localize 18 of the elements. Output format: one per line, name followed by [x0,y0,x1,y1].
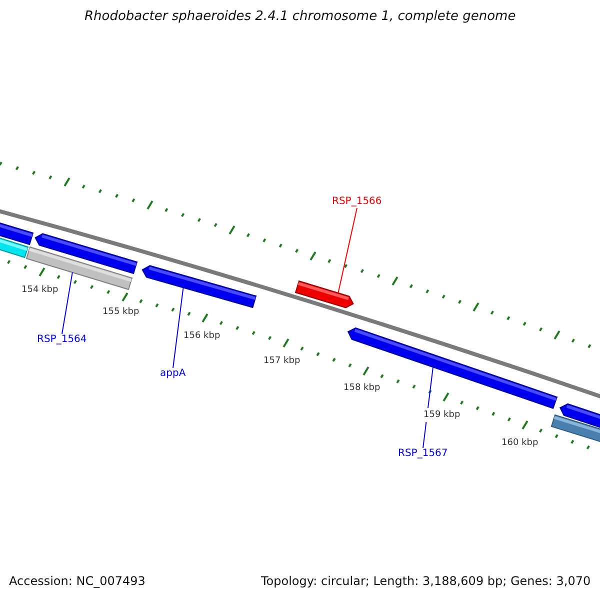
footer-text: Accession: NC_007493 [9,574,146,588]
leader-line [338,208,358,294]
leader-line [172,287,184,368]
gene-segment [142,265,257,308]
gene-label: RSP_1566 [332,195,382,209]
scale-label: 156 kbp [184,329,220,343]
gene-label: RSP_1567 [398,447,448,461]
gene-label: appA [160,367,186,381]
scale-label: 154 kbp [22,283,58,297]
scale-label: 155 kbp [102,305,140,319]
scale-label: 158 kbp [344,381,380,395]
gene-segment [294,280,354,308]
gene-label: RSP_1564 [37,333,87,347]
scale-label: 160 kbp [502,436,538,450]
map-title: Rhodobacter sphaeroides 2.4.1 chromosome 1, complete genome [84,10,516,24]
scale-label: 157 kbp [264,354,300,368]
scale-label: 159 kbp [424,408,460,422]
footer-text: Topology: circular; Length: 3,188,609 bp; Genes: 3,070 [261,574,591,588]
